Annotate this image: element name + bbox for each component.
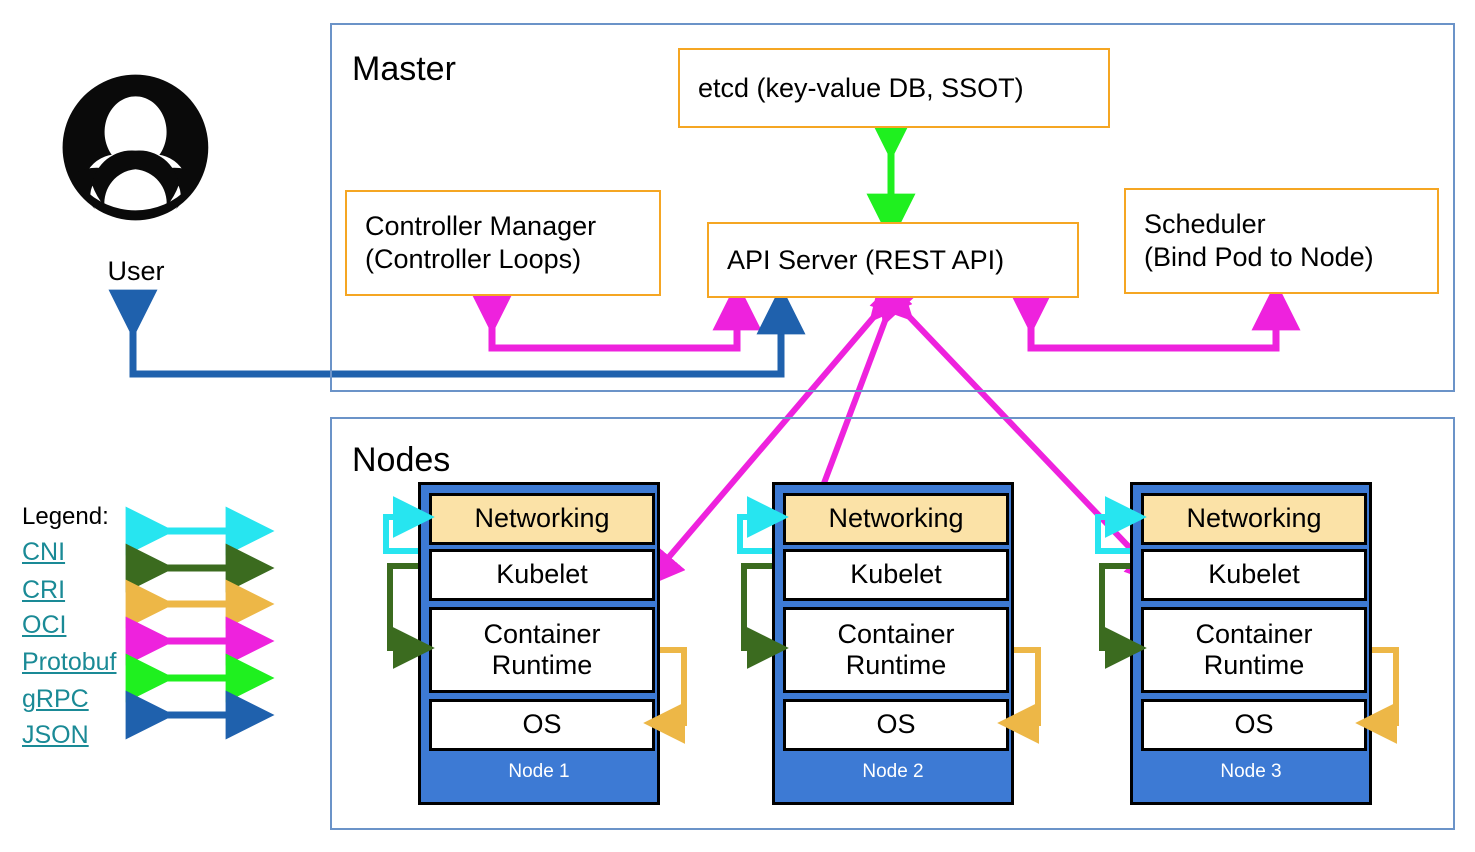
node-3-container-runtime-label: Container Runtime: [1195, 618, 1313, 680]
arrow-oci-node-2: [997, 647, 1041, 744]
etcd-box[interactable]: etcd (key-value DB, SSOT): [678, 48, 1110, 128]
legend-item-cri[interactable]: CRI: [22, 576, 66, 604]
nodes-group-title: Nodes: [352, 441, 451, 479]
node-1-networking-slot[interactable]: Networking: [429, 493, 655, 545]
node-2-name: Node 2: [862, 761, 924, 782]
node-3-kubelet-label: Kubelet: [1208, 559, 1300, 590]
legend-item-json[interactable]: JSON: [22, 721, 89, 749]
legend-item-cni[interactable]: CNI: [22, 538, 66, 566]
legend-item-protobuf[interactable]: Protobuf: [22, 648, 117, 676]
node-3-kubelet-slot[interactable]: Kubelet: [1141, 549, 1367, 601]
node-2-os-label: OS: [876, 709, 916, 740]
master-group-title: Master: [352, 50, 456, 88]
node-1-networking-label: Networking: [474, 503, 610, 534]
node-2-networking-label: Networking: [828, 503, 964, 534]
node-2-os-slot[interactable]: OS: [783, 699, 1009, 751]
node-3-name: Node 3: [1220, 761, 1282, 782]
arrow-cri-node-1: [387, 563, 435, 669]
node-2-kubelet-label: Kubelet: [850, 559, 942, 590]
user-avatar-glyph: [62, 74, 209, 221]
nodes-group: [330, 417, 1455, 830]
node-3-networking-slot[interactable]: Networking: [1141, 493, 1367, 545]
node-card-3[interactable]: Networking Kubelet Container Runtime OS …: [1130, 482, 1372, 805]
node-1-name: Node 1: [508, 761, 570, 782]
master-group: [330, 23, 1455, 392]
node-1-kubelet-label: Kubelet: [496, 559, 588, 590]
node-3-os-slot[interactable]: OS: [1141, 699, 1367, 751]
legend-item-grpc[interactable]: gRPC: [22, 685, 89, 713]
api-server-label: API Server (REST API): [727, 244, 1005, 275]
node-1-container-runtime-slot[interactable]: Container Runtime: [429, 607, 655, 693]
node-2-container-runtime-label: Container Runtime: [837, 618, 955, 680]
arrow-oci-node-3: [1355, 647, 1399, 744]
user-avatar-icon[interactable]: [58, 70, 213, 225]
api-server-box[interactable]: API Server (REST API): [707, 222, 1079, 298]
arrow-cri-node-2: [741, 563, 789, 669]
node-3-networking-label: Networking: [1186, 503, 1322, 534]
arrow-oci-node-1: [643, 647, 687, 744]
controller-manager-box[interactable]: Controller Manager (Controller Loops): [345, 190, 661, 296]
node-1-kubelet-slot[interactable]: Kubelet: [429, 549, 655, 601]
arrow-cni-node-3: [1095, 496, 1147, 554]
node-card-2[interactable]: Networking Kubelet Container Runtime OS …: [772, 482, 1014, 805]
node-3-os-label: OS: [1234, 709, 1274, 740]
node-1-os-label: OS: [522, 709, 562, 740]
arrow-cni-node-2: [737, 496, 789, 554]
legend-title: Legend:: [22, 503, 109, 530]
node-1-os-slot[interactable]: OS: [429, 699, 655, 751]
node-3-container-runtime-slot[interactable]: Container Runtime: [1141, 607, 1367, 693]
node-1-container-runtime-label: Container Runtime: [483, 618, 601, 680]
scheduler-label: Scheduler (Bind Pod to Node): [1144, 209, 1374, 272]
node-card-1[interactable]: Networking Kubelet Container Runtime OS …: [418, 482, 660, 805]
etcd-label: etcd (key-value DB, SSOT): [698, 72, 1024, 103]
arrow-cri-node-3: [1099, 563, 1147, 669]
controller-manager-label: Controller Manager (Controller Loops): [365, 211, 597, 274]
node-2-networking-slot[interactable]: Networking: [783, 493, 1009, 545]
node-2-container-runtime-slot[interactable]: Container Runtime: [783, 607, 1009, 693]
arrow-cni-node-1: [383, 496, 435, 554]
scheduler-box[interactable]: Scheduler (Bind Pod to Node): [1124, 188, 1439, 294]
user-label: User: [107, 256, 165, 286]
legend-item-oci[interactable]: OCI: [22, 611, 67, 639]
node-2-kubelet-slot[interactable]: Kubelet: [783, 549, 1009, 601]
